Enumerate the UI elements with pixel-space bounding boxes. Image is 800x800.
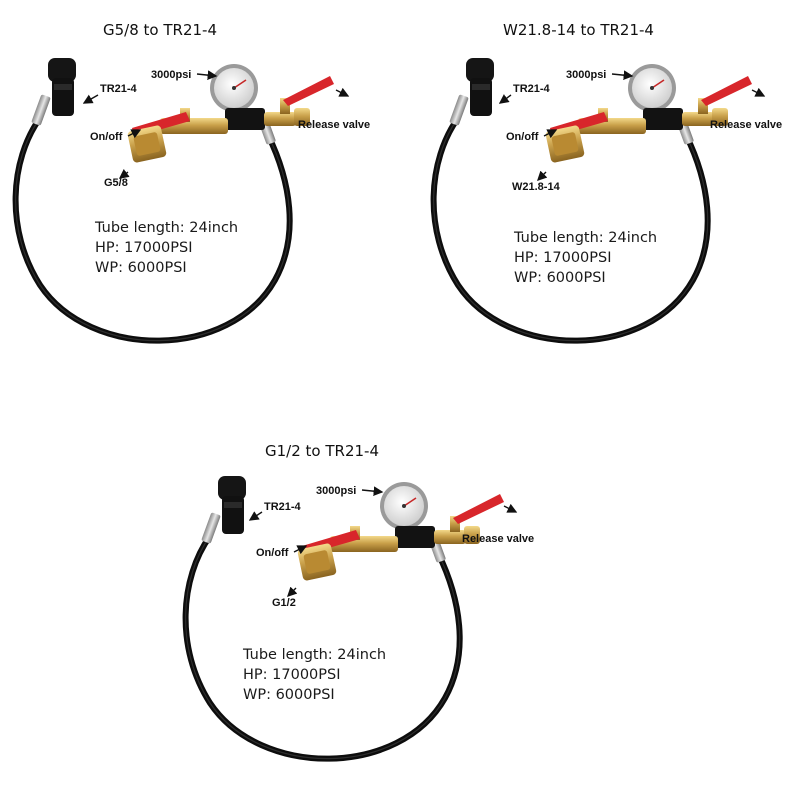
kit-2-top-port-label: TR21-4: [513, 83, 551, 95]
kit-2-title: W21.8-14 to TR21-4: [503, 21, 654, 39]
kit-2-release-label: Release valve: [710, 119, 782, 131]
kit-3-hose-assembly-image: [186, 476, 504, 759]
kit-1-release-label: Release valve: [298, 119, 370, 131]
kit-3-valve-arrow: [293, 545, 308, 555]
kit-1-inlet-label: G5/8: [104, 177, 128, 189]
kit-3-inlet-arrow: [287, 586, 298, 597]
kit-3-release-label: Release valve: [462, 533, 534, 545]
kit-2-hose-assembly-image: [434, 58, 752, 341]
kit-1-inlet-arrow: [118, 169, 130, 179]
kit-1-spec-length: Tube length: 24inch: [94, 220, 238, 236]
kit-2-valve-label: On/off: [506, 131, 539, 143]
kit-1: G5/8 to TR21-4 3000psi TR21-4 On/off Rel…: [16, 21, 370, 341]
kit-3-gauge-arrow: [361, 486, 384, 497]
kit-3-gauge-label: 3000psi: [316, 485, 356, 497]
kit-3-top-port-arrow: [248, 511, 263, 521]
kit-2-spec-length: Tube length: 24inch: [513, 230, 657, 246]
kit-3-title: G1/2 to TR21-4: [265, 442, 379, 460]
kit-3-spec-wp: WP: 6000PSI: [243, 687, 335, 703]
kit-1-gauge-label: 3000psi: [151, 69, 191, 81]
kit-2-gauge-arrow: [611, 70, 634, 81]
kit-1-top-port-label: TR21-4: [100, 83, 138, 95]
kit-3-valve-label: On/off: [256, 547, 289, 559]
kit-2-gauge-label: 3000psi: [566, 69, 606, 81]
kit-3-release-arrow: [503, 503, 518, 513]
kit-1-gauge-arrow: [196, 70, 218, 80]
kit-3: G1/2 to TR21-4 3000psi TR21-4 On/off Rel…: [186, 442, 534, 759]
kit-3-spec-hp: HP: 17000PSI: [243, 667, 341, 683]
kit-2-release-arrow: [751, 87, 766, 97]
kit-2-spec-hp: HP: 17000PSI: [514, 250, 612, 266]
kit-2-inlet-label: W21.8-14: [512, 181, 561, 193]
kit-2: W21.8-14 to TR21-4 3000psi TR21-4 On/off…: [434, 21, 782, 341]
kit-2-inlet-arrow: [537, 170, 548, 181]
kit-1-valve-arrow: [127, 129, 142, 139]
kit-2-valve-arrow: [543, 129, 558, 139]
kit-1-top-port-arrow: [82, 94, 99, 104]
kit-3-top-port-label: TR21-4: [264, 501, 302, 513]
kit-2-spec-wp: WP: 6000PSI: [514, 270, 606, 286]
kit-1-release-arrow: [335, 87, 350, 97]
kit-1-spec-hp: HP: 17000PSI: [95, 240, 193, 256]
kit-1-valve-label: On/off: [90, 131, 123, 143]
kit-3-inlet-label: G1/2: [272, 597, 296, 609]
kit-1-title: G5/8 to TR21-4: [103, 21, 217, 39]
kit-1-hose-assembly-image: [16, 58, 334, 341]
kit-2-top-port-arrow: [498, 94, 512, 104]
kit-3-spec-length: Tube length: 24inch: [242, 647, 386, 663]
kit-1-spec-wp: WP: 6000PSI: [95, 260, 187, 276]
